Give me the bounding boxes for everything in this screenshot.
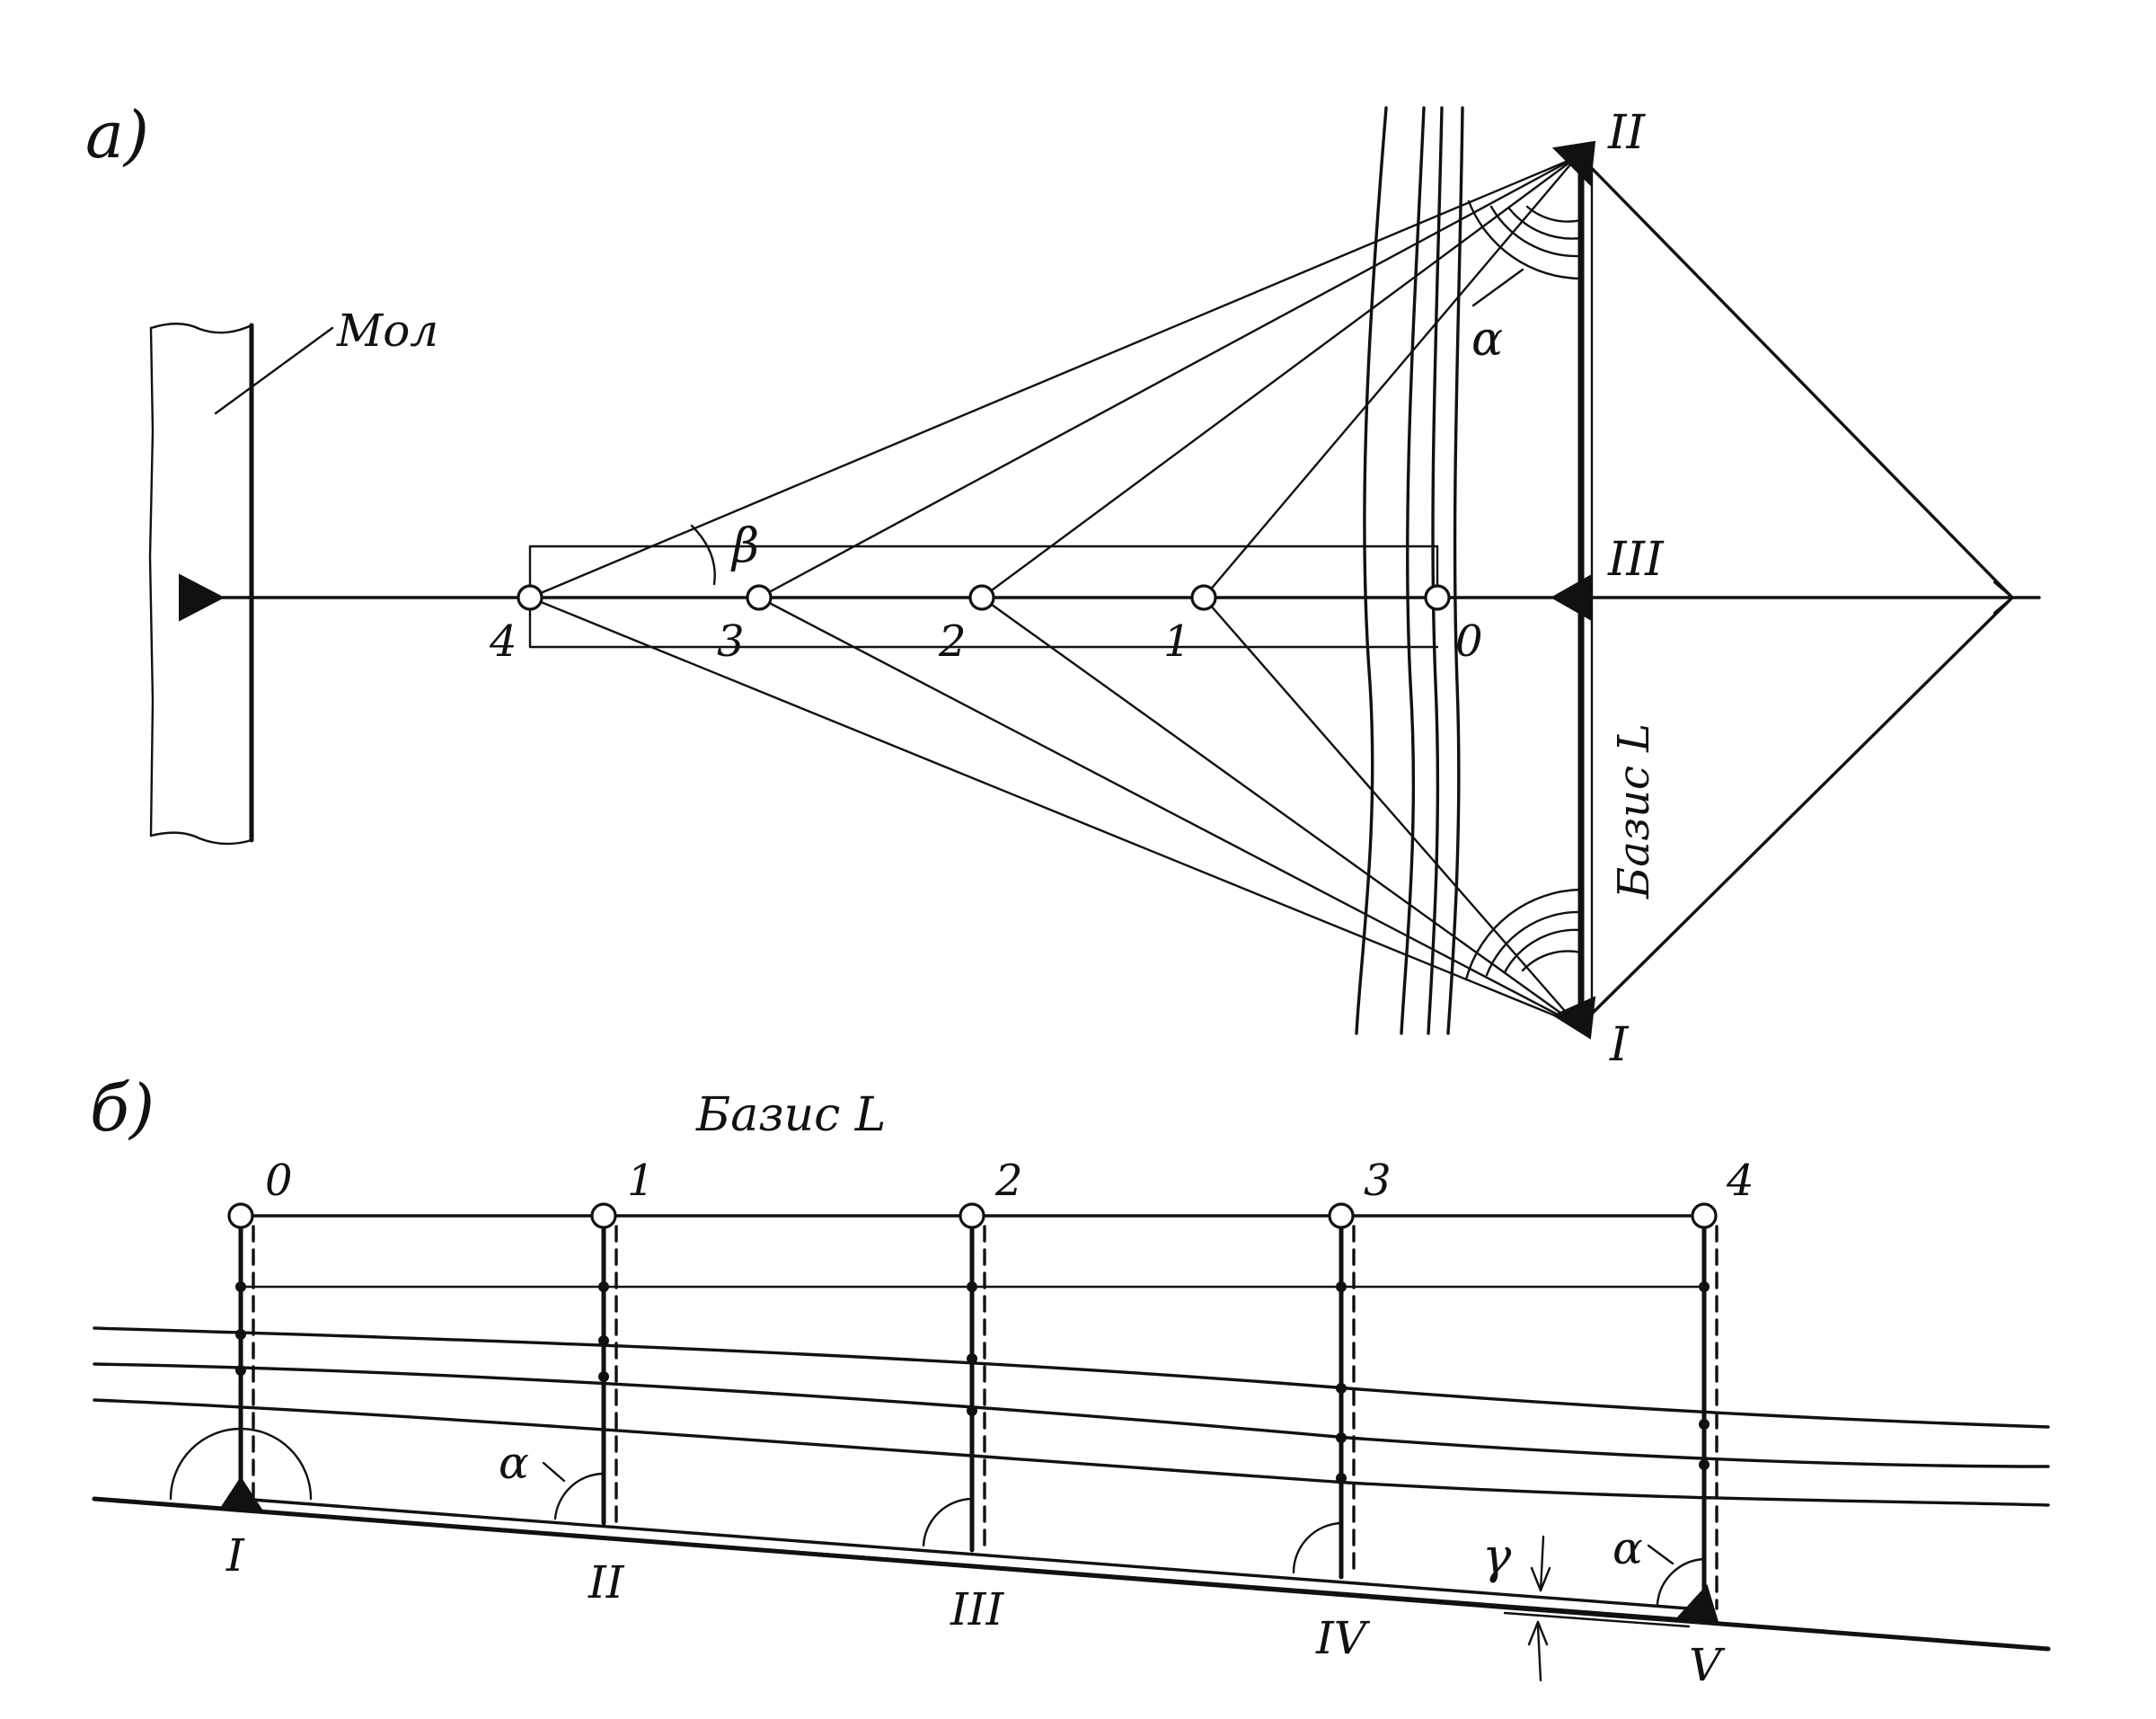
pier-top-break: [149, 323, 253, 334]
right-apex-arrow: [1993, 580, 2014, 615]
station-2-label-b: II: [588, 1556, 625, 1608]
alpha-label-left: α: [499, 1437, 529, 1489]
station-1-label: I: [1609, 1018, 1630, 1072]
point-1-marker: [1190, 584, 1217, 611]
angle-arcs-station-1: [1464, 888, 1583, 981]
station-3-arc: [922, 1497, 974, 1547]
station-1-semicircle: [169, 1427, 313, 1501]
pier-station-triangle: [179, 573, 225, 622]
point-2-label: 2: [938, 616, 967, 667]
alpha-label-right: α: [1613, 1522, 1643, 1574]
station-3-label: III: [1607, 533, 1665, 587]
pier: Мол: [148, 305, 438, 846]
gamma-label: γ: [1482, 1528, 1512, 1584]
alpha-label: α: [1471, 313, 1503, 367]
sight-lines-from-station-1: [528, 596, 1578, 1026]
panel-b-label: б): [90, 1070, 155, 1146]
station-5-arc: [1656, 1557, 1706, 1606]
right-construction-upper: [1579, 155, 2014, 599]
intersection-dots: [235, 1281, 1710, 1484]
axis-points: 4 3 2 1 0: [489, 584, 1483, 667]
point-4-marker: [517, 584, 543, 611]
baseline-label: Базис L: [1609, 723, 1659, 899]
baseline-line-upper: [239, 1497, 1691, 1610]
point-3-marker: [746, 584, 773, 611]
panel-a: а) Мол: [85, 97, 2041, 1072]
point-4-label: 4: [489, 616, 517, 667]
point-2-marker: [968, 584, 995, 611]
point-4-marker-b: [1691, 1202, 1718, 1229]
station-1-triangle-b: [218, 1476, 263, 1511]
station-5-triangle-b: [1675, 1584, 1719, 1624]
point-0-marker: [1424, 584, 1451, 611]
baseline-line-lower: [239, 1508, 1691, 1621]
point-3-label-b: 3: [1364, 1156, 1392, 1206]
point-0-label-b: 0: [265, 1156, 293, 1206]
station-3-triangle: [1550, 573, 1593, 622]
panel-a-label: а): [85, 97, 149, 173]
vertical-lines: [238, 1213, 1719, 1611]
point-3-marker-b: [1328, 1202, 1355, 1229]
station-3-label-b: III: [950, 1583, 1005, 1635]
station-2-arc: [553, 1472, 605, 1520]
beta-angle-arc: [690, 524, 716, 586]
pier-left-edge: [148, 326, 155, 837]
station-4-arc: [1292, 1521, 1343, 1574]
station-2-label: II: [1607, 106, 1647, 160]
baseline-points: 0 1 2 3 4: [227, 1156, 1754, 1229]
point-2-marker-b: [959, 1202, 985, 1229]
alpha-leader-right: [1647, 1544, 1674, 1565]
right-construction-lower: [1579, 596, 2014, 1026]
point-1-label: 1: [1163, 616, 1191, 667]
point-1-label-b: 1: [627, 1156, 655, 1206]
station-2-triangle: [1551, 140, 1596, 187]
station-2: II: [1551, 106, 1647, 187]
pier-bottom-break: [149, 831, 253, 846]
station-1: I: [1551, 996, 1630, 1072]
station-3: III: [1550, 533, 1665, 622]
contour-line-3: [93, 1398, 2050, 1507]
beta-label: β: [730, 519, 759, 573]
contour-line-2: [93, 1362, 2050, 1468]
point-2-label-b: 2: [994, 1156, 1023, 1206]
sight-lines-from-station-2: [528, 155, 1578, 599]
angle-arcs-panel-b: [169, 1427, 1706, 1606]
point-1-marker-b: [590, 1202, 617, 1229]
alpha-leader-left: [542, 1461, 566, 1483]
angle-arcs-station-2: [1467, 199, 1583, 307]
gamma-angle: [1503, 1535, 1691, 1682]
point-4-label-b: 4: [1726, 1156, 1754, 1206]
point-3-label: 3: [717, 616, 745, 667]
pier-leader-line: [214, 326, 334, 415]
point-0-label: 0: [1455, 616, 1483, 667]
panel-b-title: Базис L: [695, 1088, 886, 1142]
station-1-triangle: [1551, 996, 1596, 1040]
contour-line-1: [93, 1326, 2050, 1429]
station-1-label-b: I: [225, 1529, 245, 1582]
station-5-label-b: V: [1689, 1639, 1726, 1691]
shoreline: [1355, 106, 1464, 1035]
station-4-label-b: IV: [1315, 1612, 1371, 1664]
pier-label: Мол: [336, 305, 438, 357]
point-0-marker-b: [227, 1202, 254, 1229]
panel-b: б) Базис L: [90, 1070, 2051, 1691]
